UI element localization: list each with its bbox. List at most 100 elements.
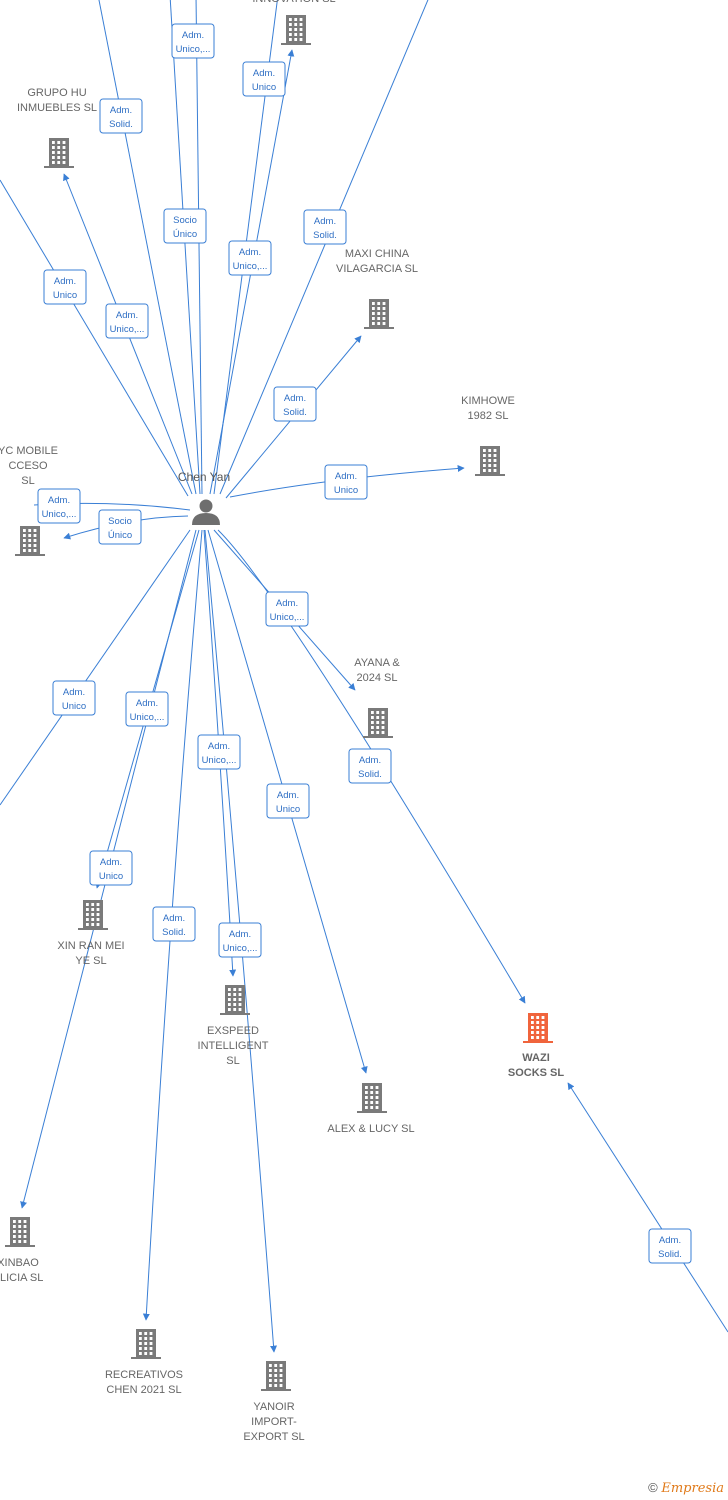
relation-label-line: Adm. xyxy=(314,216,336,227)
relation-label: Adm.Solid. xyxy=(109,105,133,130)
relation-label-line: Unico,... xyxy=(130,712,165,723)
building-icon xyxy=(363,708,393,738)
company-label: GRUPO HU INMUEBLES SL xyxy=(17,87,97,114)
relation-badge[interactable]: Adm.Solid. xyxy=(99,98,143,134)
footer-brand[interactable]: © Empresia xyxy=(648,1480,724,1496)
relation-label: Adm. Solid. xyxy=(162,913,186,938)
relation-badge-box xyxy=(197,734,241,770)
person-icon-head xyxy=(199,499,213,513)
relation-badge-box xyxy=(43,269,87,305)
relation-edge xyxy=(217,529,526,1004)
relation-label-line: Solid. xyxy=(162,927,186,938)
relation-label-line: Unico xyxy=(276,804,300,815)
relation-label-line: Adm. xyxy=(359,755,381,766)
company-label-line: SOCKS SL xyxy=(508,1067,565,1079)
company-node-wazi[interactable]: WAZI SOCKS SL xyxy=(508,1013,565,1079)
company-label-line: RECREATIVOS xyxy=(105,1369,183,1381)
relation-badge[interactable]: Adm.Unico xyxy=(266,783,310,819)
building-icon xyxy=(15,526,45,556)
relation-label: Adm.Unico xyxy=(334,471,358,496)
relation-label-line: Adm. xyxy=(163,913,185,924)
copyright-symbol: © xyxy=(648,1480,658,1495)
company-label-line: SL xyxy=(21,475,34,487)
person-node-chen-yan[interactable]: Chen Yan xyxy=(178,470,230,525)
relation-badge-box xyxy=(266,783,310,819)
relation-badge[interactable]: Adm.Unico,... xyxy=(105,303,149,339)
company-label-line: IMPORT- xyxy=(251,1416,297,1428)
relation-label-line: Adm. xyxy=(335,471,357,482)
relation-badge-box xyxy=(105,303,149,339)
building-icon xyxy=(220,985,250,1015)
relation-badge[interactable]: Adm.Unico,... xyxy=(37,488,81,524)
building-icon xyxy=(44,138,74,168)
relation-badge[interactable]: Adm.Unico xyxy=(89,850,133,886)
relation-label: Adm.Unico,... xyxy=(42,495,77,520)
relation-badge[interactable]: Adm.Solid. xyxy=(303,209,347,245)
building-icon xyxy=(475,446,505,476)
relation-label: Adm.Solid. xyxy=(658,1235,682,1260)
relation-badge-box xyxy=(265,591,309,627)
relation-badge[interactable]: Adm.Unico,... xyxy=(197,734,241,770)
relation-badge[interactable]: Adm.Unico xyxy=(43,269,87,305)
company-label-line: YE SL xyxy=(75,955,106,967)
relation-label-line: Unico xyxy=(252,82,276,93)
company-node-yc-mobile[interactable]: YC MOBILE CCESO SL xyxy=(0,445,58,556)
relation-edge xyxy=(567,1082,728,1333)
company-label-line: YANOIR xyxy=(253,1401,294,1413)
relation-badge[interactable]: Adm.Unico xyxy=(52,680,96,716)
building-icon-highlighted xyxy=(523,1013,553,1043)
relation-badge[interactable]: Adm.Unico xyxy=(324,464,368,500)
relation-label-line: Unico,... xyxy=(202,755,237,766)
brand-logo: Empresia xyxy=(661,1481,724,1496)
person-label: Chen Yan xyxy=(178,470,230,484)
company-label-line: MAXI CHINA xyxy=(345,248,410,260)
company-label-line: AYANA & xyxy=(354,657,400,669)
company-label-line: INMUEBLES SL xyxy=(17,102,97,114)
relation-badge[interactable]: Adm.Unico,... xyxy=(218,922,262,958)
relation-label-line: Adm. xyxy=(276,598,298,609)
relation-label: Adm.Unico xyxy=(53,276,77,301)
company-node-ayana[interactable]: AYANA &2024 SL xyxy=(354,657,400,738)
relation-label-line: Unico,... xyxy=(42,509,77,520)
building-icon xyxy=(281,15,311,45)
relation-badge[interactable]: Adm.Solid. xyxy=(648,1228,692,1264)
company-node-innovation[interactable]: INNOVATION SL xyxy=(252,0,336,45)
company-label-line: INNOVATION SL xyxy=(252,0,335,5)
relation-badge[interactable]: Adm. Solid. xyxy=(152,906,196,942)
relation-label: Adm.Unico xyxy=(99,857,123,882)
company-node-xinbao[interactable]: XINBAOALICIA SL xyxy=(0,1217,43,1284)
relation-label-line: Solid. xyxy=(109,119,133,130)
relation-badge-box xyxy=(242,61,286,97)
company-label-line: GRUPO HU xyxy=(27,87,86,99)
relation-label-line: Adm. xyxy=(239,247,261,258)
relation-badge[interactable]: Adm.Unico,... xyxy=(265,591,309,627)
relation-badge[interactable]: Adm.Unico xyxy=(242,61,286,97)
relation-badge[interactable]: Adm.Unico,... xyxy=(228,240,272,276)
relation-badge[interactable]: Adm.Solid. xyxy=(348,748,392,784)
relation-label-line: Socio xyxy=(108,516,132,527)
relation-label: Adm.Unico xyxy=(276,790,300,815)
relation-edge xyxy=(0,179,189,497)
company-node-alex-lucy[interactable]: ALEX & LUCY SL xyxy=(327,1083,415,1135)
company-label-line: CCESO xyxy=(8,460,48,472)
company-node-grupo-hu[interactable]: GRUPO HU INMUEBLES SL xyxy=(17,87,97,168)
company-label-line: YC MOBILE xyxy=(0,445,58,457)
building-icon xyxy=(78,900,108,930)
relation-badge[interactable]: Adm.Solid. xyxy=(273,386,317,422)
relation-badge[interactable]: Adm.Unico,... xyxy=(171,23,215,59)
building-icon xyxy=(131,1329,161,1359)
company-label-line: WAZI xyxy=(522,1052,550,1064)
relation-badge[interactable]: Adm.Unico,... xyxy=(125,691,169,727)
